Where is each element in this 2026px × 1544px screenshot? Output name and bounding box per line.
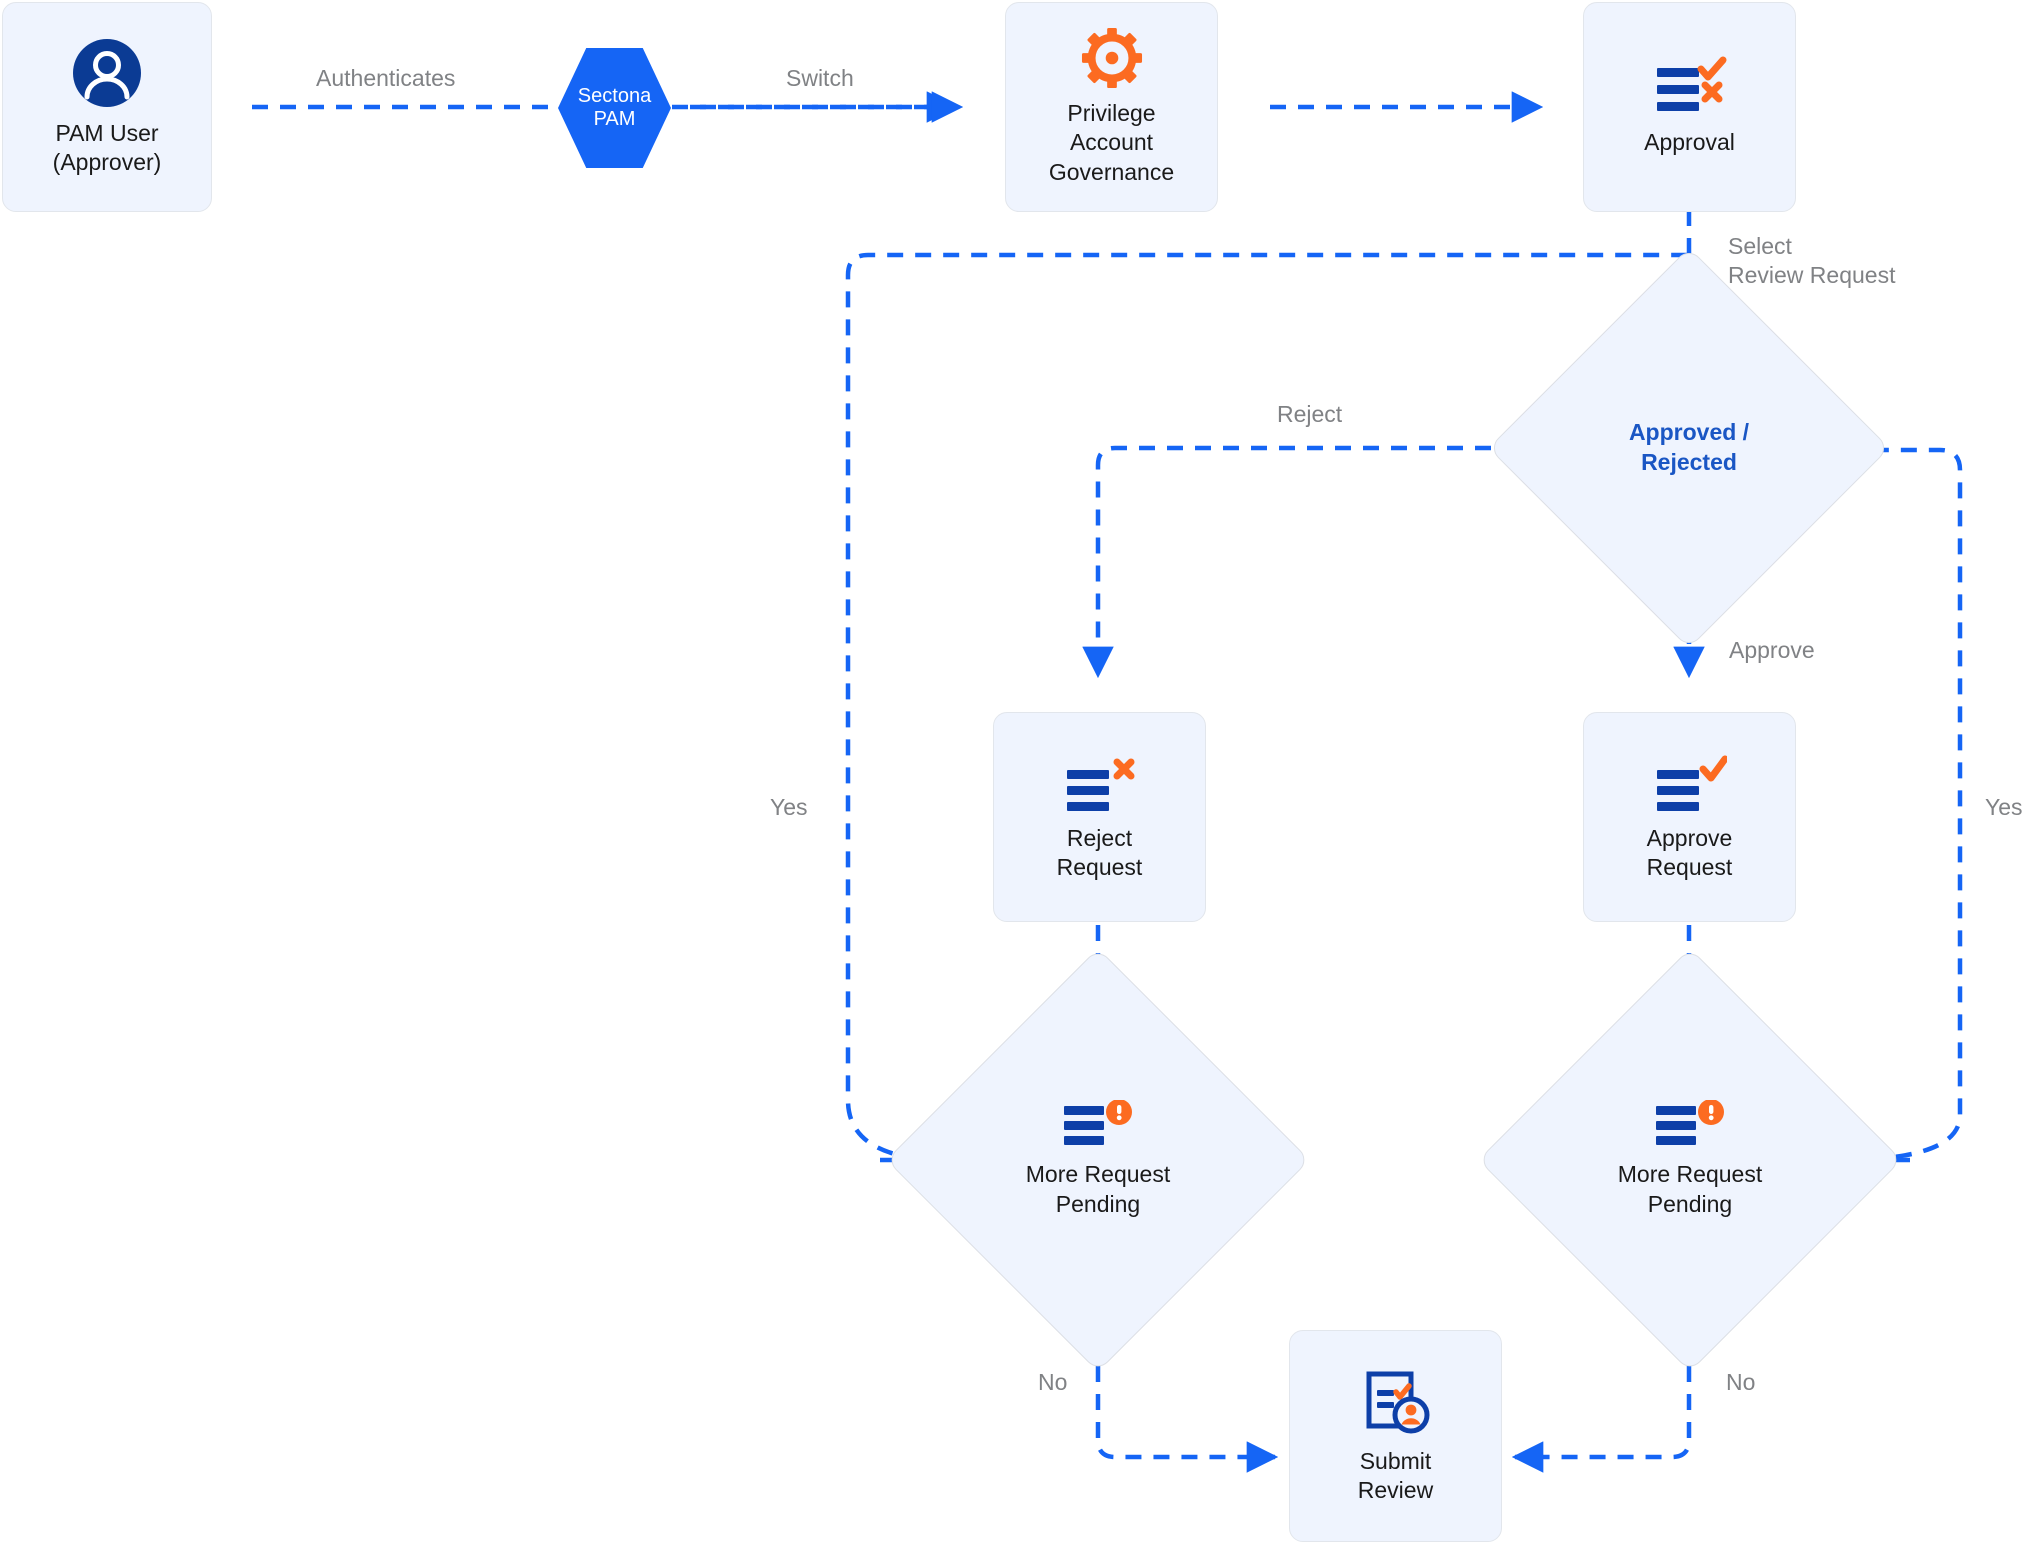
node-more-request-pending-right[interactable]: More Request Pending <box>1477 947 1903 1373</box>
list-cross-icon <box>1063 752 1137 814</box>
node-label-more-request-pending-right: More Request Pending <box>1617 1161 1763 1217</box>
node-label-approve-request: Approve Request <box>1646 824 1733 880</box>
node-label-privilege-account-governance: Privilege Account Governance <box>1048 99 1175 185</box>
node-label-submit-review: Submit Review <box>1357 1447 1434 1503</box>
list-alert-icon <box>1062 1100 1134 1152</box>
gear-target-icon <box>1081 27 1143 89</box>
user-avatar-icon <box>71 37 143 109</box>
edge-label-switch: Switch <box>786 65 854 91</box>
document-user-review-icon <box>1361 1367 1431 1437</box>
list-check-cross-icon <box>1653 56 1727 118</box>
edge-label-approve: Approve <box>1729 637 1815 663</box>
edge-label-no-left: No <box>1038 1369 1068 1395</box>
node-approval[interactable]: Approval <box>1583 2 1796 212</box>
edge-label-authenticates: Authenticates <box>316 65 456 91</box>
node-label-pam-user: PAM User (Approver) <box>52 119 162 175</box>
edge-label-yes-right: Yes <box>1985 794 2023 820</box>
edge-label-reject: Reject <box>1277 401 1343 427</box>
node-label-more-request-pending-left: More Request Pending <box>1025 1161 1171 1217</box>
list-check-icon <box>1653 752 1727 814</box>
node-reject-request[interactable]: Reject Request <box>993 712 1206 922</box>
node-pam-user[interactable]: PAM User (Approver) <box>2 2 212 212</box>
edge-label-yes-left: Yes <box>770 794 808 820</box>
node-label-approved-rejected: Approved / Rejected <box>1628 419 1750 475</box>
node-label-reject-request: Reject Request <box>1056 824 1143 880</box>
edge-label-select-review-request: Select Review Request <box>1728 233 1896 289</box>
node-approved-rejected-decision[interactable]: Approved / Rejected <box>1488 247 1890 649</box>
edge-reject <box>1082 445 1547 679</box>
node-submit-review[interactable]: Submit Review <box>1289 1330 1502 1542</box>
node-label-approval: Approval <box>1644 129 1735 156</box>
node-sectona-pam[interactable]: Sectona PAM <box>558 48 671 168</box>
node-more-request-pending-left[interactable]: More Request Pending <box>885 947 1311 1373</box>
node-approve-request[interactable]: Approve Request <box>1583 712 1796 922</box>
node-label-sectona-pam: Sectona PAM <box>577 85 652 130</box>
edge-yes-right <box>1832 447 1963 1163</box>
node-privilege-account-governance[interactable]: Privilege Account Governance <box>1005 2 1218 212</box>
edge-label-no-right: No <box>1726 1369 1756 1395</box>
list-alert-icon <box>1654 1100 1726 1152</box>
